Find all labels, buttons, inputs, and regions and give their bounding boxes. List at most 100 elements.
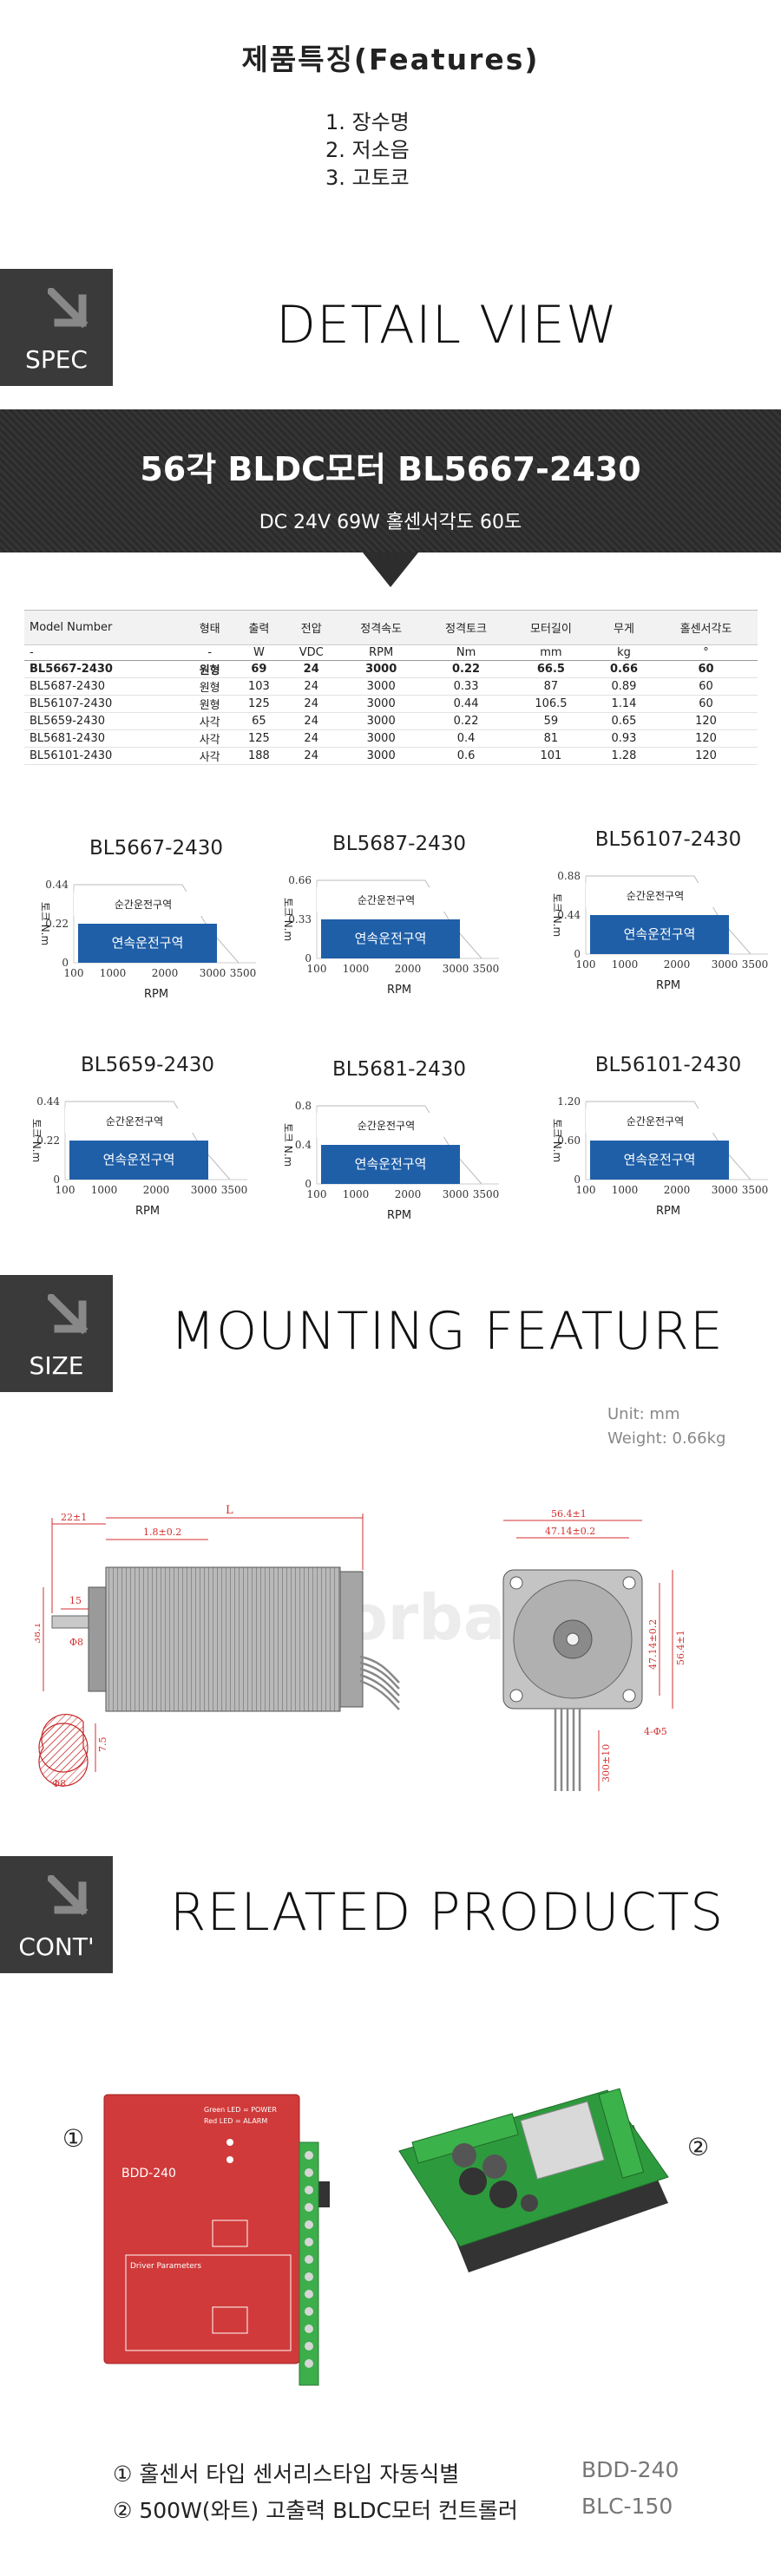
table-cell: 106.5 xyxy=(508,695,594,713)
x-tick-label: 100 xyxy=(576,958,596,971)
table-cell: 0.65 xyxy=(593,712,655,730)
table-cell: 3000 xyxy=(338,729,424,748)
peak-label: 순간운전구역 xyxy=(106,1115,163,1128)
table-cell: 60 xyxy=(654,660,758,678)
peak-zone xyxy=(586,883,725,907)
y-tick-label: 0.60 xyxy=(557,1134,581,1147)
cont-tag-label: CONT' xyxy=(18,1932,95,1961)
table-cell: 1.14 xyxy=(593,695,655,713)
product-code-2: BLC-150 xyxy=(581,2494,673,2519)
features-list: 1. 장수명 2. 저소음 3. 고토코 xyxy=(325,108,410,192)
driver-params-title: Driver Parameters xyxy=(130,2262,201,2271)
mounting-drawing: motorbank 22±1 1.8±0.2 L 15 Φ8 38.1 xyxy=(35,1504,686,1791)
x-tick-label: 1000 xyxy=(100,967,127,979)
peak-label: 순간운전구역 xyxy=(358,1120,415,1132)
arrow-down-right-icon xyxy=(48,288,89,329)
continuous-zone xyxy=(590,1141,729,1180)
unit-cell: Nm xyxy=(423,644,509,661)
table-cell: 0.44 xyxy=(423,695,509,713)
product-marker-1: ① xyxy=(62,2124,84,2153)
continuous-zone xyxy=(321,919,460,958)
y-axis-label: 토크 N.m xyxy=(551,893,563,937)
peak-label: 순간운전구역 xyxy=(115,899,172,911)
size-header: SIZE MOUNTING FEATURE xyxy=(0,1275,781,1392)
dim-lead: 300±10 xyxy=(601,1744,612,1782)
controller-blc-150 xyxy=(398,2088,669,2272)
x-tick-label: 1000 xyxy=(343,1188,370,1200)
x-axis-label: RPM xyxy=(144,988,168,1001)
curve-title: BL56107-2430 xyxy=(594,828,742,851)
table-cell: 60 xyxy=(654,677,758,696)
curve-title: BL56101-2430 xyxy=(594,1054,742,1076)
y-tick-label: 0 xyxy=(574,948,581,960)
peak-zone xyxy=(317,887,456,912)
table-cell: 사각 xyxy=(185,712,234,730)
table-cell: 원형 xyxy=(185,660,234,678)
y-axis-label: 토크 N.m xyxy=(282,898,294,941)
dim-key: 15 xyxy=(69,1595,82,1606)
table-cell: 65 xyxy=(233,712,285,730)
dim-length: L xyxy=(226,1504,233,1517)
table-cell: 24 xyxy=(284,729,339,748)
table-cell: 188 xyxy=(233,747,285,765)
table-cell: BL5667-2430 xyxy=(24,660,186,678)
x-axis-label: RPM xyxy=(387,1209,411,1222)
dim-side-a: 56.4±1 xyxy=(551,1508,587,1520)
x-tick-label: 3500 xyxy=(742,1184,769,1196)
peak-zone xyxy=(74,892,213,916)
x-tick-label: 3000 xyxy=(443,963,469,975)
product-banner: 56각 BLDC모터 BL5667-2430 DC 24V 69W 홀센서각도 … xyxy=(0,409,781,552)
continuous-zone xyxy=(321,1145,460,1184)
continuous-label: 연속운전구역 xyxy=(624,1152,696,1167)
arrow-down-right-icon xyxy=(48,1875,89,1916)
table-cell: 60 xyxy=(654,695,758,713)
x-tick-label: 3500 xyxy=(221,1184,248,1196)
feature-item: 1. 장수명 xyxy=(325,110,410,134)
table-cell: 0.22 xyxy=(423,660,509,678)
dim-body: 38.1 xyxy=(35,1623,43,1644)
side-view: 22±1 1.8±0.2 L 15 Φ8 38.1 xyxy=(35,1504,400,1712)
driver-led-power: Green LED = POWER xyxy=(204,2106,277,2114)
y-tick-label: 0.44 xyxy=(45,879,69,891)
y-tick-label: 0.88 xyxy=(557,870,581,882)
table-cell: 87 xyxy=(508,677,594,696)
table-cell: BL5681-2430 xyxy=(24,729,186,748)
unit-cell: W xyxy=(233,644,285,661)
continuous-zone xyxy=(78,924,217,963)
table-cell: 0.93 xyxy=(593,729,655,748)
spec-header: SPEC DETAIL VIEW xyxy=(0,269,781,386)
x-tick-label: 2000 xyxy=(664,1184,691,1196)
x-tick-label: 2000 xyxy=(143,1184,170,1196)
table-cell: 24 xyxy=(284,695,339,713)
dim-shaft-flat: Φ8 xyxy=(52,1778,66,1789)
continuous-zone xyxy=(590,915,729,954)
table-cell: 3000 xyxy=(338,660,424,678)
spec-table-header: Model Number 형태 출력 전압 정격속도 정격토크 모터길이 무게 … xyxy=(24,610,758,645)
table-cell: 103 xyxy=(233,677,285,696)
x-tick-label: 1000 xyxy=(612,958,639,971)
shaft-section: 7.5 Φ8 xyxy=(38,1714,108,1789)
table-cell: 120 xyxy=(654,729,758,748)
weight-note: Weight: 0.66kg xyxy=(607,1429,726,1448)
y-tick-label: 0 xyxy=(53,1174,60,1186)
x-tick-label: 3500 xyxy=(742,958,769,971)
x-tick-label: 3000 xyxy=(200,967,226,979)
table-cell: 125 xyxy=(233,729,285,748)
cont-header: CONT' RELATED PRODUCTS xyxy=(0,1856,781,1973)
spec-tag: SPEC xyxy=(0,269,113,386)
y-tick-label: 0.8 xyxy=(295,1100,312,1112)
col-speed: 정격속도 xyxy=(338,610,424,645)
features-title: 제품특징(Features) xyxy=(241,42,540,76)
unit-cell: ° xyxy=(654,644,758,661)
x-axis-label: RPM xyxy=(656,979,680,992)
x-tick-label: 100 xyxy=(307,963,327,975)
